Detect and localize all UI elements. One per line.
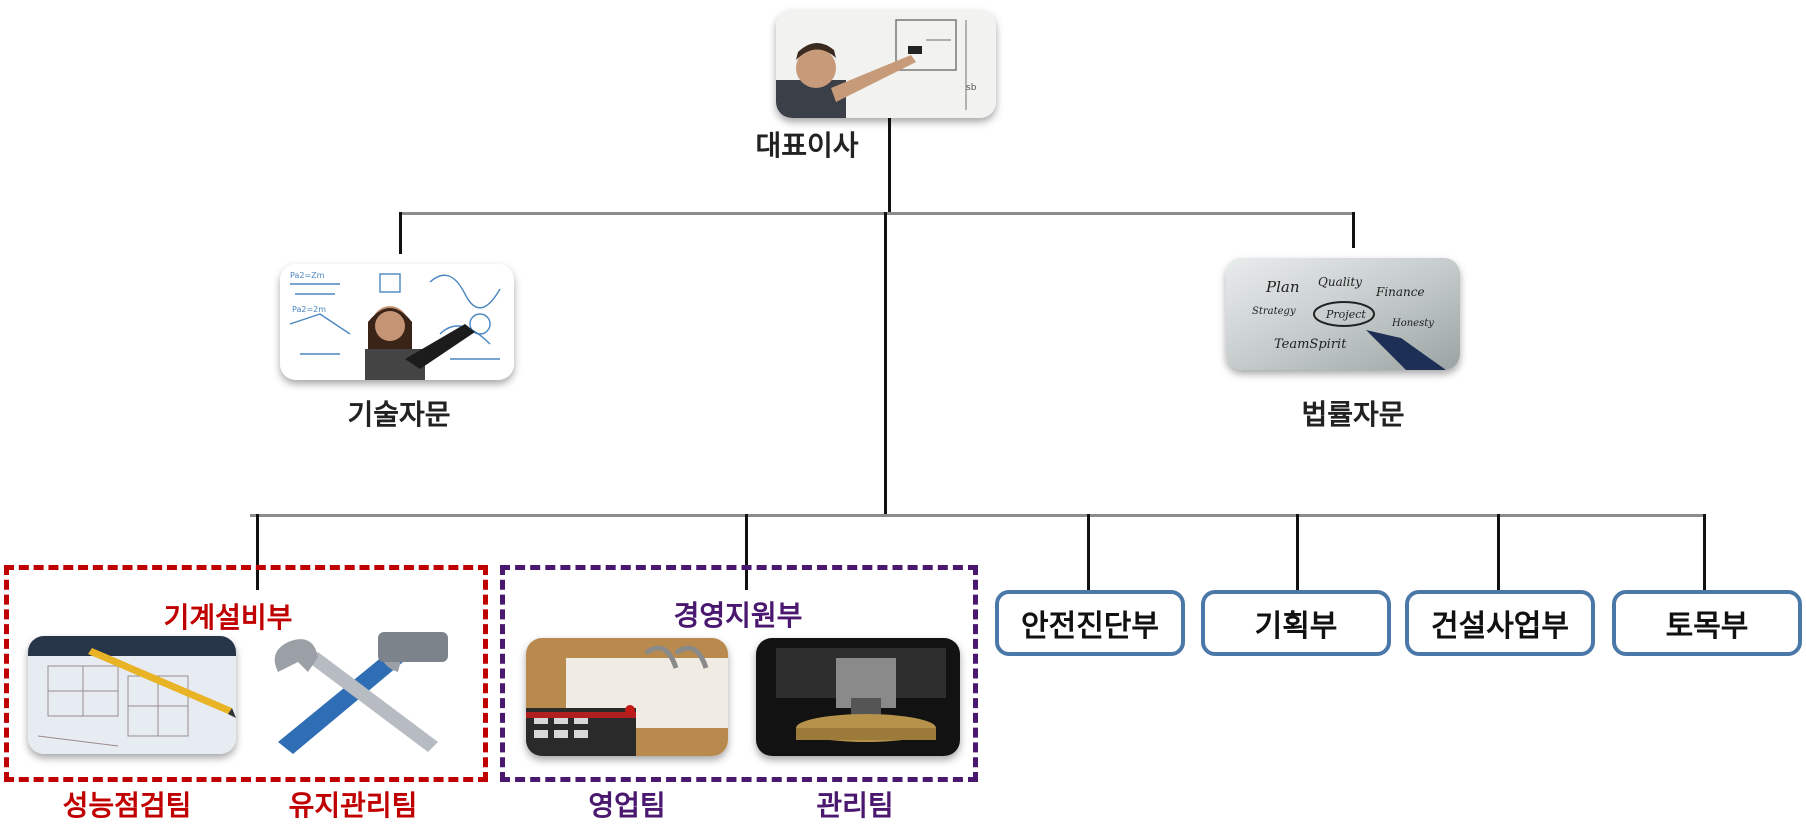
construction-business-dept-box: 건설사업부 [1405,590,1595,656]
svg-text:Honesty: Honesty [1391,318,1434,329]
technical-advisor-label: 기술자문 [347,398,451,431]
sales-team-photo [526,638,728,756]
planning-dept-box: 기획부 [1201,590,1391,656]
svg-text:TeamSpirit: TeamSpirit [1274,337,1347,352]
mechanical-dept-box [4,565,488,782]
svg-text:Finance: Finance [1375,285,1425,299]
svg-text:sb: sb [966,83,977,93]
construction-dept-connector [1497,514,1500,592]
management-team-photo [756,638,960,756]
sales-team-label: 영업팀 [588,789,666,822]
svg-text:Quality: Quality [1318,275,1362,289]
management-team-label: 관리팀 [816,789,894,822]
legal-advisor-connector [1352,212,1355,248]
civil-dept-connector [1703,514,1706,592]
mechanical-dept-title: 기계설비부 [163,601,293,634]
ceo-connector [888,118,891,212]
svg-text:Plan: Plan [1265,278,1300,296]
advisor-bus-line [399,212,1355,215]
planning-dept-connector [1296,514,1299,592]
tech-advisor-connector [399,212,402,254]
department-bus-line [250,514,1706,517]
management-support-dept-box [500,565,978,782]
performance-inspection-team-label: 성능점검팀 [62,789,192,822]
management-support-dept-title: 경영지원부 [673,599,803,632]
maintenance-team-label: 유지관리팀 [288,789,418,822]
safety-dept-connector [1087,514,1090,592]
safety-diagnosis-dept-box: 안전진단부 [995,590,1185,656]
mgmt-dept-connector [745,514,748,590]
svg-text:Project: Project [1325,308,1366,321]
legal-advisor-photo: Plan Quality Finance Strategy Project Ho… [1226,258,1460,370]
ceo-photo: sb [776,10,996,118]
svg-text:Pa2=2m: Pa2=2m [292,305,326,314]
civil-engineering-dept-box: 토목부 [1612,590,1802,656]
trunk-connector [884,212,887,516]
performance-inspection-photo [28,636,236,754]
ceo-label: 대표이사 [755,129,859,162]
technical-advisor-photo: Pa2=Zm Pa2=2m [280,264,514,380]
legal-advisor-label: 법률자문 [1301,398,1405,431]
svg-text:Pa2=Zm: Pa2=Zm [290,271,325,280]
mech-dept-connector [256,514,259,590]
maintenance-tools-photo [258,632,468,756]
svg-text:Strategy: Strategy [1252,306,1296,317]
